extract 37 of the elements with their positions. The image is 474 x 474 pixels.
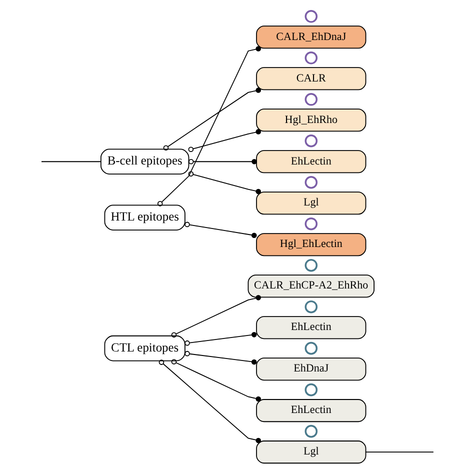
node-box: CALR_EhCP-A2_EhRho: [247, 274, 374, 298]
connector: [184, 222, 256, 238]
connector: [156, 46, 261, 206]
connector: [188, 129, 261, 152]
node-circle: [304, 342, 318, 355]
connector: [158, 360, 261, 444]
node-box: Hgl_EhRho: [256, 108, 366, 132]
node-circle: [304, 10, 318, 23]
connector: [170, 359, 261, 402]
node-box: EhLectin: [256, 399, 366, 422]
node-box: EhLectin: [256, 150, 366, 174]
connector: [184, 332, 256, 346]
node-box: EhDnaJ: [256, 358, 366, 381]
node-box: Hgl_EhLectin: [256, 233, 366, 256]
node-circle: [304, 52, 318, 64]
node-box: EhLectin: [256, 316, 366, 340]
node-box: CTL epitopes: [104, 335, 185, 362]
connector: [184, 350, 256, 365]
node-box: HTL epitopes: [104, 204, 185, 231]
connector: [188, 158, 256, 164]
connector: [188, 171, 261, 194]
connector: [162, 88, 261, 151]
connector: [170, 295, 261, 338]
node-box: CALR_EhDnaJ: [256, 26, 366, 49]
node-box: CALR: [256, 67, 366, 90]
connector: [40, 161, 101, 162]
node-circle: [304, 176, 318, 189]
node-box: B-cell epitopes: [100, 148, 189, 175]
node-box: Lgl: [256, 440, 366, 464]
node-circle: [304, 134, 318, 148]
node-circle: [304, 424, 318, 438]
node-circle: [304, 383, 318, 396]
node-circle: [304, 93, 318, 106]
node-circle: [304, 217, 318, 230]
node-circle: [304, 300, 318, 314]
node-box: Lgl: [256, 192, 366, 215]
node-circle: [304, 258, 318, 272]
